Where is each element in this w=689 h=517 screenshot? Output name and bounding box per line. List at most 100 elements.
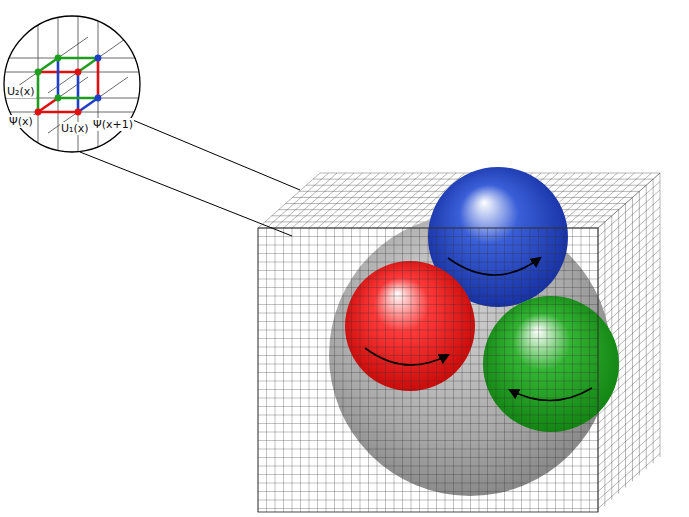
link-variable: [38, 111, 78, 114]
spin-arrow: [510, 388, 592, 401]
link-variable: [57, 58, 60, 98]
grid-line: [267, 173, 329, 228]
grid-line: [98, 10, 99, 160]
grid-line: [598, 411, 660, 466]
red-quark: [345, 261, 475, 391]
grid-line: [258, 355, 598, 356]
zoom-circle: [4, 16, 140, 152]
grid-line: [598, 445, 660, 500]
grid-line: [343, 173, 405, 228]
grid-line: [598, 437, 660, 492]
grid-line: [598, 207, 660, 262]
grid-line: [258, 483, 598, 484]
lattice-site: [95, 95, 102, 102]
link-variable: [77, 72, 80, 112]
grid-line: [301, 173, 363, 228]
grid-line: [598, 267, 660, 322]
link-variable: [78, 58, 98, 72]
grid-line: [258, 313, 598, 314]
grid-line: [258, 406, 598, 407]
grid-line: [598, 224, 660, 279]
spin-arrow: [365, 348, 448, 365]
grid-line: [258, 474, 598, 475]
link-variable: [97, 58, 100, 98]
grid-line: [258, 279, 598, 280]
spin-arrow: [448, 258, 540, 275]
zoom-leader: [128, 118, 300, 190]
grid-line: [326, 173, 388, 228]
grid-line: [258, 381, 598, 382]
grid-line: [258, 449, 598, 450]
grid-line: [309, 173, 371, 228]
grid-line: [258, 372, 598, 373]
link-variable: [38, 58, 58, 72]
grid-line: [598, 241, 660, 296]
field-label: Ψ(x): [8, 115, 34, 128]
grid-line: [598, 394, 660, 449]
grid-line: [258, 262, 598, 263]
lattice-links: [35, 55, 102, 116]
grid-line: [258, 304, 598, 305]
field-label: U₁(x): [60, 122, 90, 135]
grid-line: [598, 173, 660, 228]
grid-line: [598, 275, 660, 330]
link-variable: [78, 98, 98, 112]
lattice-grid: [0, 10, 150, 160]
lattice-site: [55, 55, 62, 62]
grid-line: [258, 287, 598, 288]
grid-line: [590, 173, 652, 228]
cube-front-grid: [258, 228, 598, 512]
grid-line: [258, 491, 598, 492]
grid-line: [48, 37, 128, 93]
lattice-site: [35, 69, 42, 76]
grid-line: [258, 173, 320, 228]
zoom-ground: [4, 16, 140, 152]
grid-line: [58, 10, 59, 160]
grid-line: [258, 457, 598, 458]
grid-line: [258, 347, 598, 348]
lattice-site: [75, 69, 82, 76]
grid-line: [352, 173, 414, 228]
grid-line: [258, 321, 598, 322]
grid-line: [292, 173, 354, 228]
field-label: U₂(x): [6, 85, 36, 98]
grid-line: [78, 10, 79, 160]
link-variable: [37, 72, 40, 112]
lattice-site: [55, 95, 62, 102]
grid-line: [258, 508, 598, 509]
lattice-site: [75, 109, 82, 116]
grid-line: [598, 403, 660, 458]
zoom-leader: [80, 152, 292, 236]
grid-line: [258, 296, 598, 297]
grid-line: [598, 216, 660, 271]
grid-line: [598, 173, 660, 228]
grid-line: [598, 258, 660, 313]
grid-line: [258, 253, 598, 254]
grid-line: [258, 270, 598, 271]
lattice-site: [95, 55, 102, 62]
link-variable: [38, 98, 58, 112]
grid-line: [598, 233, 660, 288]
grid-line: [258, 330, 598, 331]
grid-line: [598, 182, 660, 237]
grid-line: [0, 58, 150, 59]
grid-line: [258, 500, 598, 501]
grid-line: [598, 420, 660, 475]
grid-line: [369, 173, 431, 228]
grid-line: [258, 440, 598, 441]
grid-line: [258, 423, 598, 424]
field-label: Ψ(x+1): [92, 118, 134, 131]
grid-line: [335, 173, 397, 228]
grid-line: [258, 338, 598, 339]
grid-line: [598, 454, 660, 509]
grid-line: [258, 466, 598, 467]
grid-line: [258, 398, 598, 399]
grid-line: [258, 415, 598, 416]
grid-line: [258, 245, 598, 246]
grid-line: [258, 389, 598, 390]
lattice-site: [35, 109, 42, 116]
grid-line: [360, 173, 422, 228]
grid-line: [598, 199, 660, 254]
